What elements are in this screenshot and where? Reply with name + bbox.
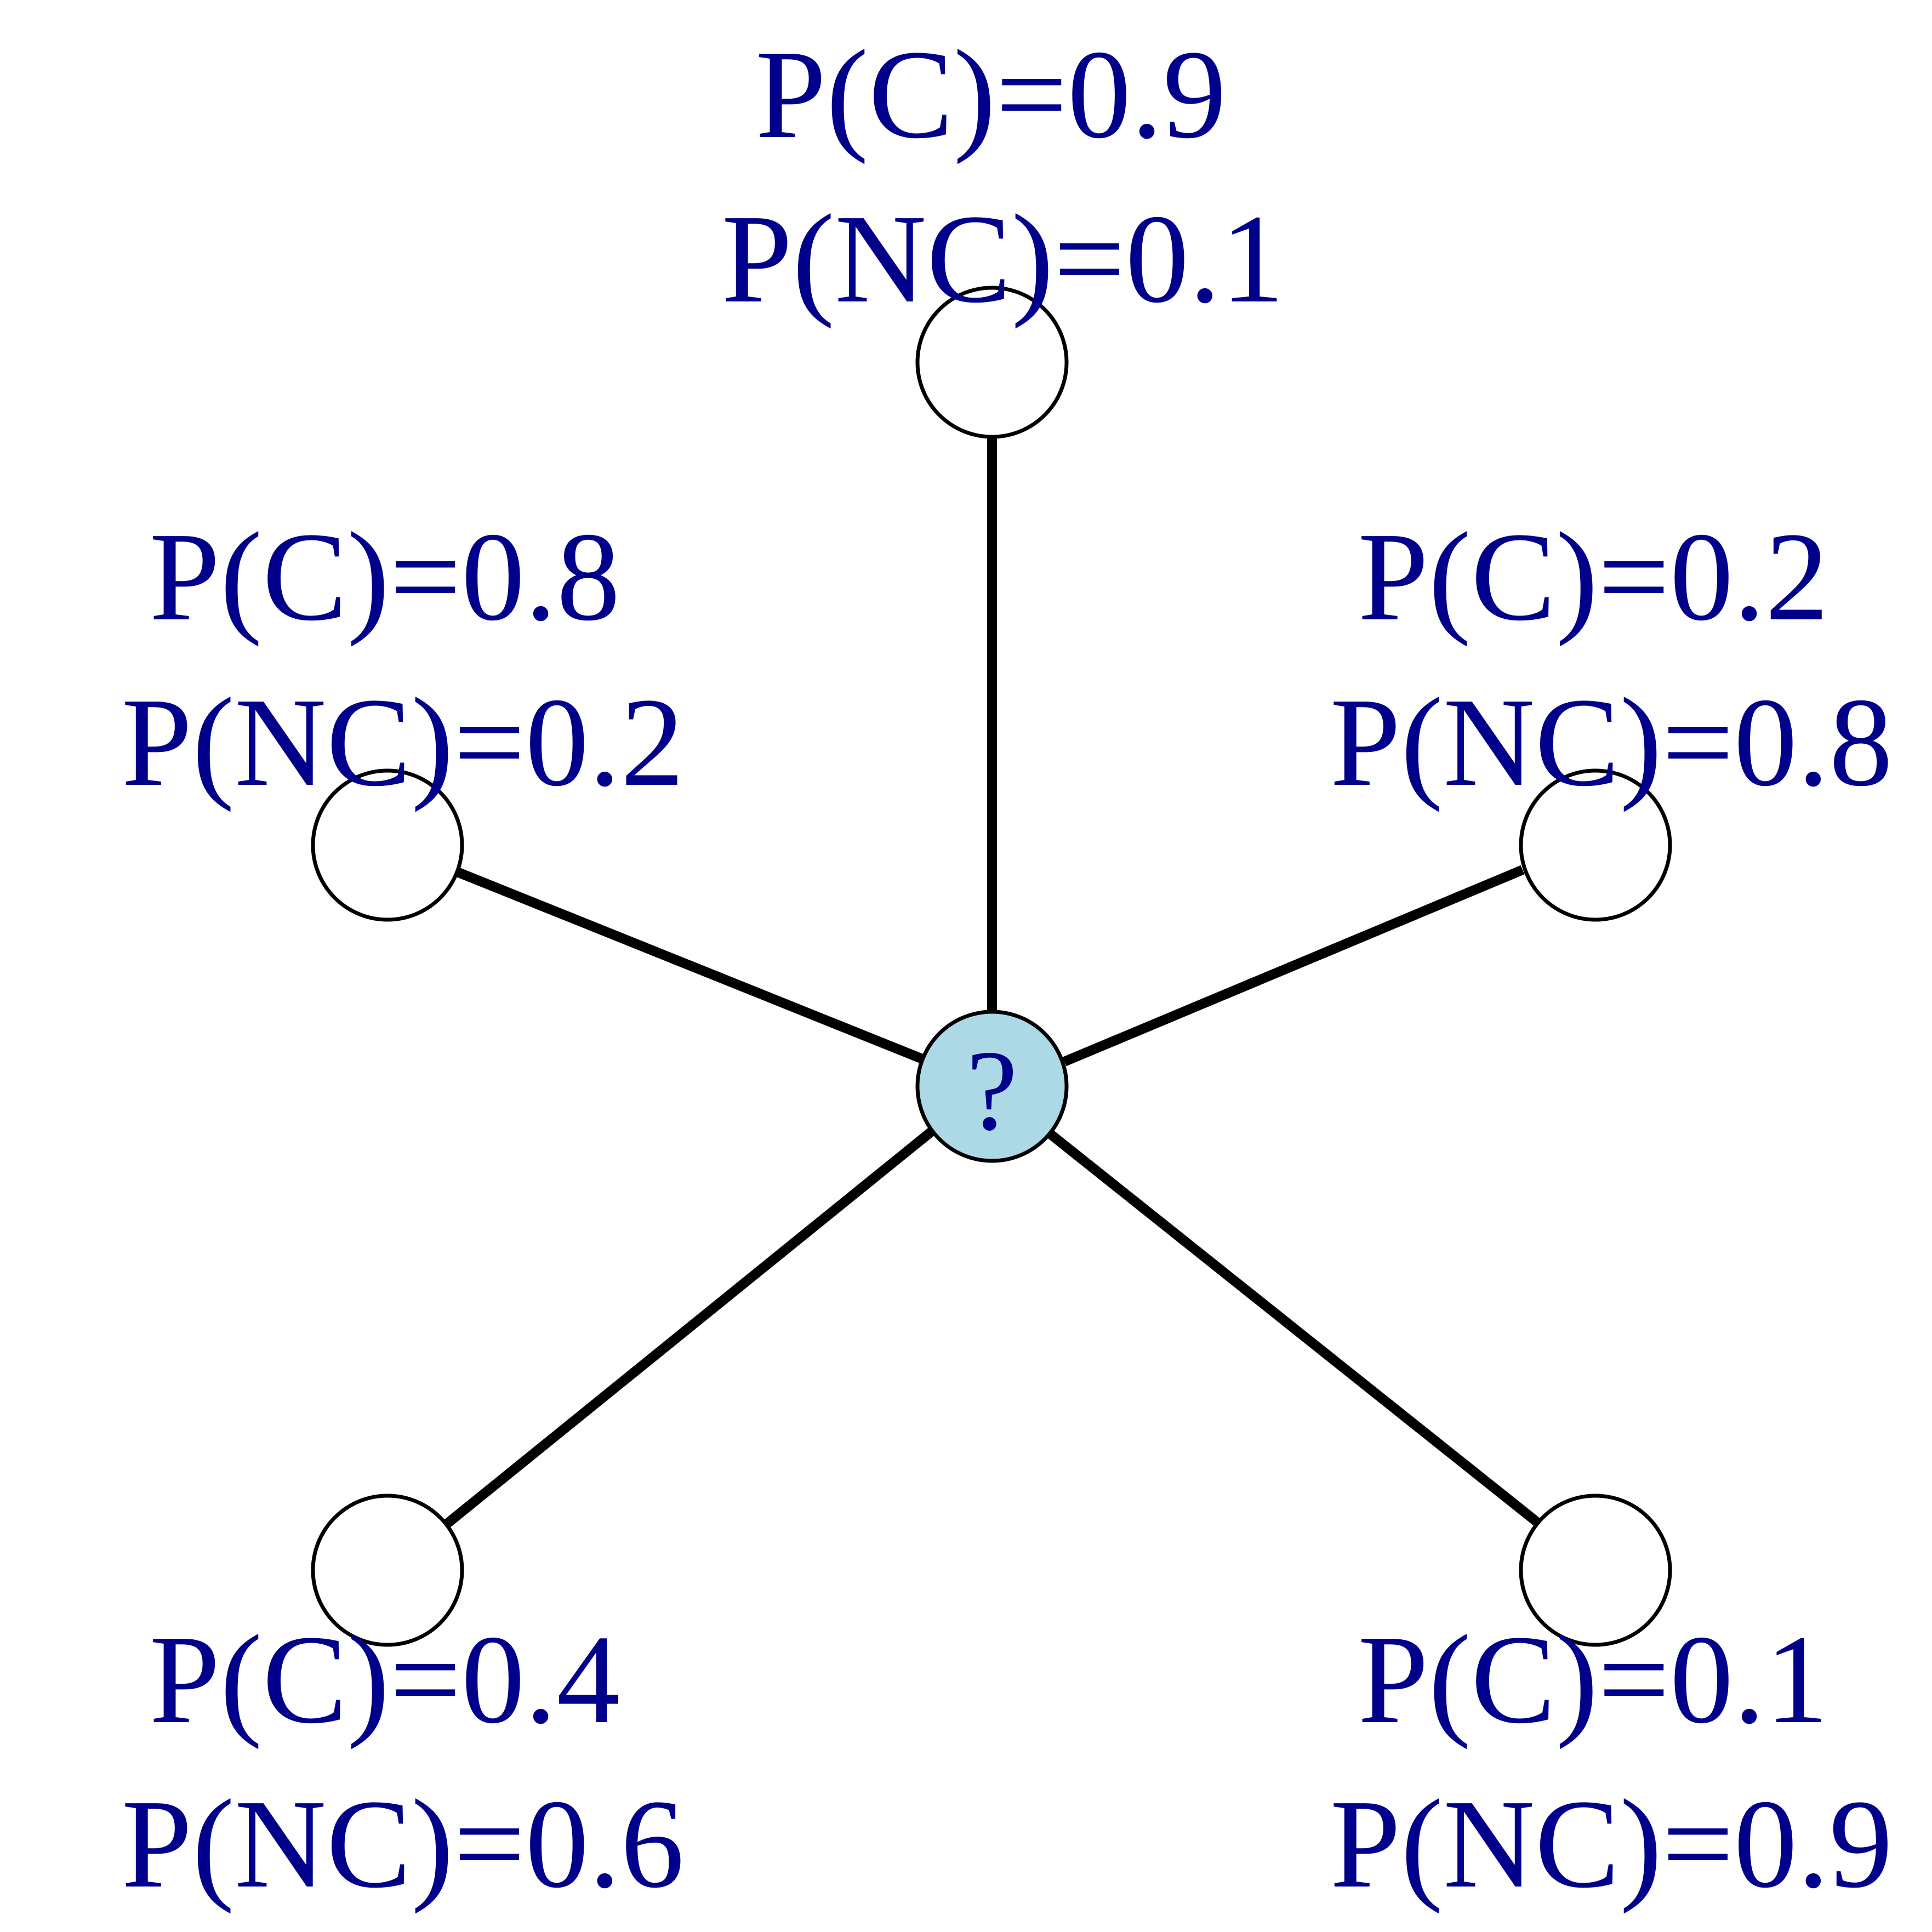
label-upper-left-p-nc: P(NC)=0.2 [122, 672, 685, 813]
node-upper-left [311, 768, 464, 922]
label-lower-right-p-nc: P(NC)=0.9 [1330, 1774, 1893, 1914]
label-lower-left-p-c: P(C)=0.4 [149, 1609, 620, 1750]
leaf-nodes [311, 286, 1672, 1647]
label-upper-left-p-c: P(C)=0.8 [149, 506, 620, 647]
node-lower-left [311, 1494, 464, 1647]
edge-upper-left [454, 867, 928, 1065]
edge-upper-right [1062, 865, 1525, 1067]
label-lower-left-p-nc: P(NC)=0.6 [122, 1774, 685, 1914]
node-top [915, 286, 1069, 439]
label-upper-right-p-nc: P(NC)=0.8 [1330, 672, 1893, 813]
label-top-p-c: P(C)=0.9 [755, 24, 1226, 165]
label-upper-right-p-c: P(C)=0.2 [1358, 506, 1828, 647]
edges [442, 437, 1542, 1529]
probability-labels: P(C)=0.9 P(NC)=0.1 P(C)=0.8 P(NC)=0.2 P(… [122, 24, 1893, 1914]
node-upper-right [1519, 768, 1672, 922]
edge-lower-right [1041, 1125, 1542, 1528]
label-top-p-nc: P(NC)=0.1 [722, 189, 1285, 329]
edge-lower-left [442, 1125, 938, 1529]
label-lower-right-p-c: P(C)=0.1 [1358, 1609, 1828, 1750]
center-node-label: ? [966, 1027, 1017, 1154]
center-node [915, 1010, 1069, 1163]
center-node-group: ? [915, 1010, 1069, 1163]
node-lower-right [1519, 1494, 1672, 1647]
